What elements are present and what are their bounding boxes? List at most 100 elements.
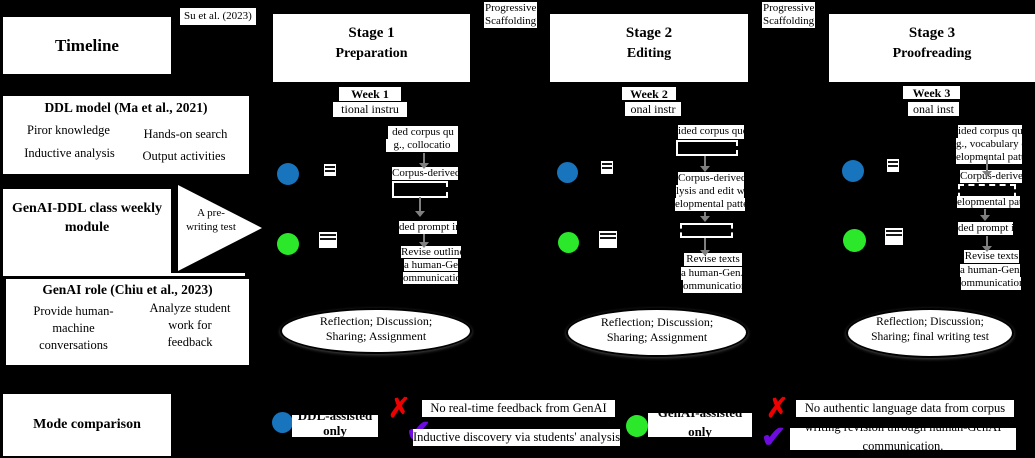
stage2-title: Stage 2 — [625, 25, 673, 41]
pre-writing-line: A pre- — [197, 207, 225, 219]
ellipse-line: Sharing; Assignment — [325, 329, 427, 343]
stage2-step2-line: Corpus-derived — [678, 172, 744, 185]
ddl-model-item: Hands-on search — [143, 127, 228, 141]
timeline-box: Timeline — [2, 16, 172, 75]
genai-role-item: Provide human- machine conversations — [16, 303, 131, 354]
stage1-step4-line: a human-GenA — [404, 259, 458, 271]
arrow-down-icon — [700, 212, 710, 222]
stage3-step1-line: g., vocabulary c — [956, 138, 1022, 151]
stage2-week-label: Week 2 — [622, 87, 676, 100]
arrow-down-icon — [419, 153, 429, 169]
ddl-model-item: Inductive analysis — [24, 146, 115, 160]
stage1-title: Stage 1 — [348, 25, 395, 41]
genai-role-item-line: work for — [168, 318, 212, 332]
stage2-step1-label: ided corpus que — [678, 125, 744, 139]
ddl-model-item: Output activities — [142, 149, 226, 163]
stage3-step4-line: Revise texts — [964, 250, 1019, 263]
stage2-empty-box — [680, 223, 733, 238]
stage3-step2-line: elopmental patte — [957, 196, 1020, 208]
genai-role-title: GenAI role (Chiu et al., 2023) — [42, 282, 213, 297]
stage2-subtitle: Editing — [626, 46, 672, 61]
stage3-step3-label: ded prompt i — [958, 222, 1013, 235]
genai-role-item-line: Analyze student — [149, 301, 231, 315]
clipped-text-fragment — [324, 164, 336, 176]
genai-role-box-top-edge — [8, 273, 245, 276]
clipped-text-fragment — [319, 232, 337, 248]
legend-cross-text: No authentic language data from corpus — [796, 400, 1014, 417]
clipped-text-fragment — [887, 159, 899, 172]
arrow-down-icon — [419, 234, 429, 248]
stage3-title: Stage 3 — [908, 25, 956, 41]
stage1-subtitle: Preparation — [335, 46, 408, 61]
clipped-text-fragment — [885, 228, 903, 245]
stage1-empty-box — [392, 181, 448, 198]
stage2-step2-line: lysis and edit w — [676, 185, 744, 198]
stage1-step1-line: g., collocatio — [386, 139, 458, 152]
stage1-header-box: Stage 1 Preparation — [273, 14, 470, 82]
su-reference-label: Su et al. (2023) — [180, 8, 256, 25]
arrow-down-icon — [700, 238, 710, 256]
ellipse-line: Reflection; Discussion; — [876, 316, 984, 328]
stage3-step4-line: a human-GenA — [960, 264, 1020, 277]
check-icon: ✔ — [761, 421, 787, 454]
legend-cross-text: No real-time feedback from GenAI — [422, 400, 615, 417]
legend-check-text: Inductive discovery via students' analys… — [413, 429, 620, 446]
genai-role-item-line: feedback — [167, 335, 213, 349]
genai-role-item-line: machine — [52, 321, 95, 335]
genai-assisted-line: GenAI-assisted — [648, 413, 752, 422]
stage3-step1-line: elopmental patte — [956, 151, 1022, 164]
stage1-step2-label: Corpus-derived — [392, 167, 458, 180]
stage1-week-label: Week 1 — [339, 87, 401, 101]
ddl-model-title: DDL model (Ma et al., 2021) — [44, 100, 208, 115]
stage3-step1-line: ided corpus que — [958, 125, 1022, 138]
ellipse-line: Reflection; Discussion; — [600, 315, 714, 329]
ddl-mode-dot-icon — [277, 163, 299, 185]
genai-assisted-label: GenAI-assisted only — [648, 413, 752, 437]
stage2-step2-line: elopmental patte — [675, 198, 745, 211]
progressive-scaffolding-label: Progressive Scaffolding — [762, 2, 816, 28]
pre-writing-triangle-icon — [178, 185, 262, 271]
clipped-text-fragment — [599, 231, 617, 248]
stage3-week-label: Week 3 — [903, 86, 960, 99]
ddl-mode-dot-icon — [272, 412, 293, 433]
arrow-down-icon — [700, 156, 710, 172]
ellipse-line: Sharing; Assignment — [606, 330, 708, 344]
stage2-step3-line: a human-GenA — [681, 267, 742, 280]
genai-role-item-line: Provide human- — [33, 304, 114, 318]
legend-check-line: communication. — [862, 439, 944, 450]
weekly-module-title: GenAI-DDL class weekly module — [11, 201, 163, 235]
scaffolding-line: Scaffolding — [762, 15, 816, 28]
stage1-step1-line: ded corpus qu — [388, 126, 458, 139]
arrow-down-icon — [980, 209, 990, 221]
progressive-scaffolding-label: Progressive Scaffolding — [484, 2, 538, 28]
genai-assisted-line: only — [688, 424, 712, 437]
scaffolding-line: Progressive — [762, 2, 816, 15]
stage2-empty-box — [676, 140, 738, 156]
ellipse-line: Reflection; Discussion; — [319, 314, 433, 328]
stage2-step3-line: Revise texts — [684, 253, 742, 266]
stage2-instruction-fragment: onal instr — [625, 102, 681, 116]
mode-comparison-box: Mode comparison — [2, 393, 172, 457]
ddl-model-item: Piror knowledge — [27, 123, 110, 137]
genai-mode-dot-icon — [626, 415, 648, 437]
stage1-step3-label: ded prompt in — [399, 221, 457, 234]
stage3-subtitle: Proofreading — [892, 46, 972, 61]
genai-role-box: GenAI role (Chiu et al., 2023) Provide h… — [5, 278, 250, 366]
stage1-step4-line: Revise outlines — [401, 246, 461, 258]
genai-role-item-line: conversations — [39, 338, 108, 352]
arrow-down-icon — [982, 155, 992, 177]
scaffolding-line: Scaffolding — [484, 15, 538, 28]
arrow-down-icon — [982, 236, 992, 252]
ddl-mode-dot-icon — [842, 160, 864, 182]
stage1-step4-line: ommunication — [403, 272, 458, 284]
stage2-step3-line: ommunication — [683, 280, 742, 293]
stage2-header-box: Stage 2 Editing — [550, 14, 748, 82]
arrow-down-icon — [415, 197, 425, 217]
pre-writing-label: A pre- writing test — [180, 206, 242, 234]
mode-comparison-label: Mode comparison — [33, 417, 141, 432]
genai-mode-dot-icon — [843, 229, 866, 252]
stage1-instruction-fragment: tional instru — [333, 102, 407, 117]
ddl-assisted-label: DDL-assisted only — [292, 415, 378, 437]
cross-icon: ✗ — [766, 393, 789, 423]
cross-icon: ✗ — [388, 393, 411, 423]
